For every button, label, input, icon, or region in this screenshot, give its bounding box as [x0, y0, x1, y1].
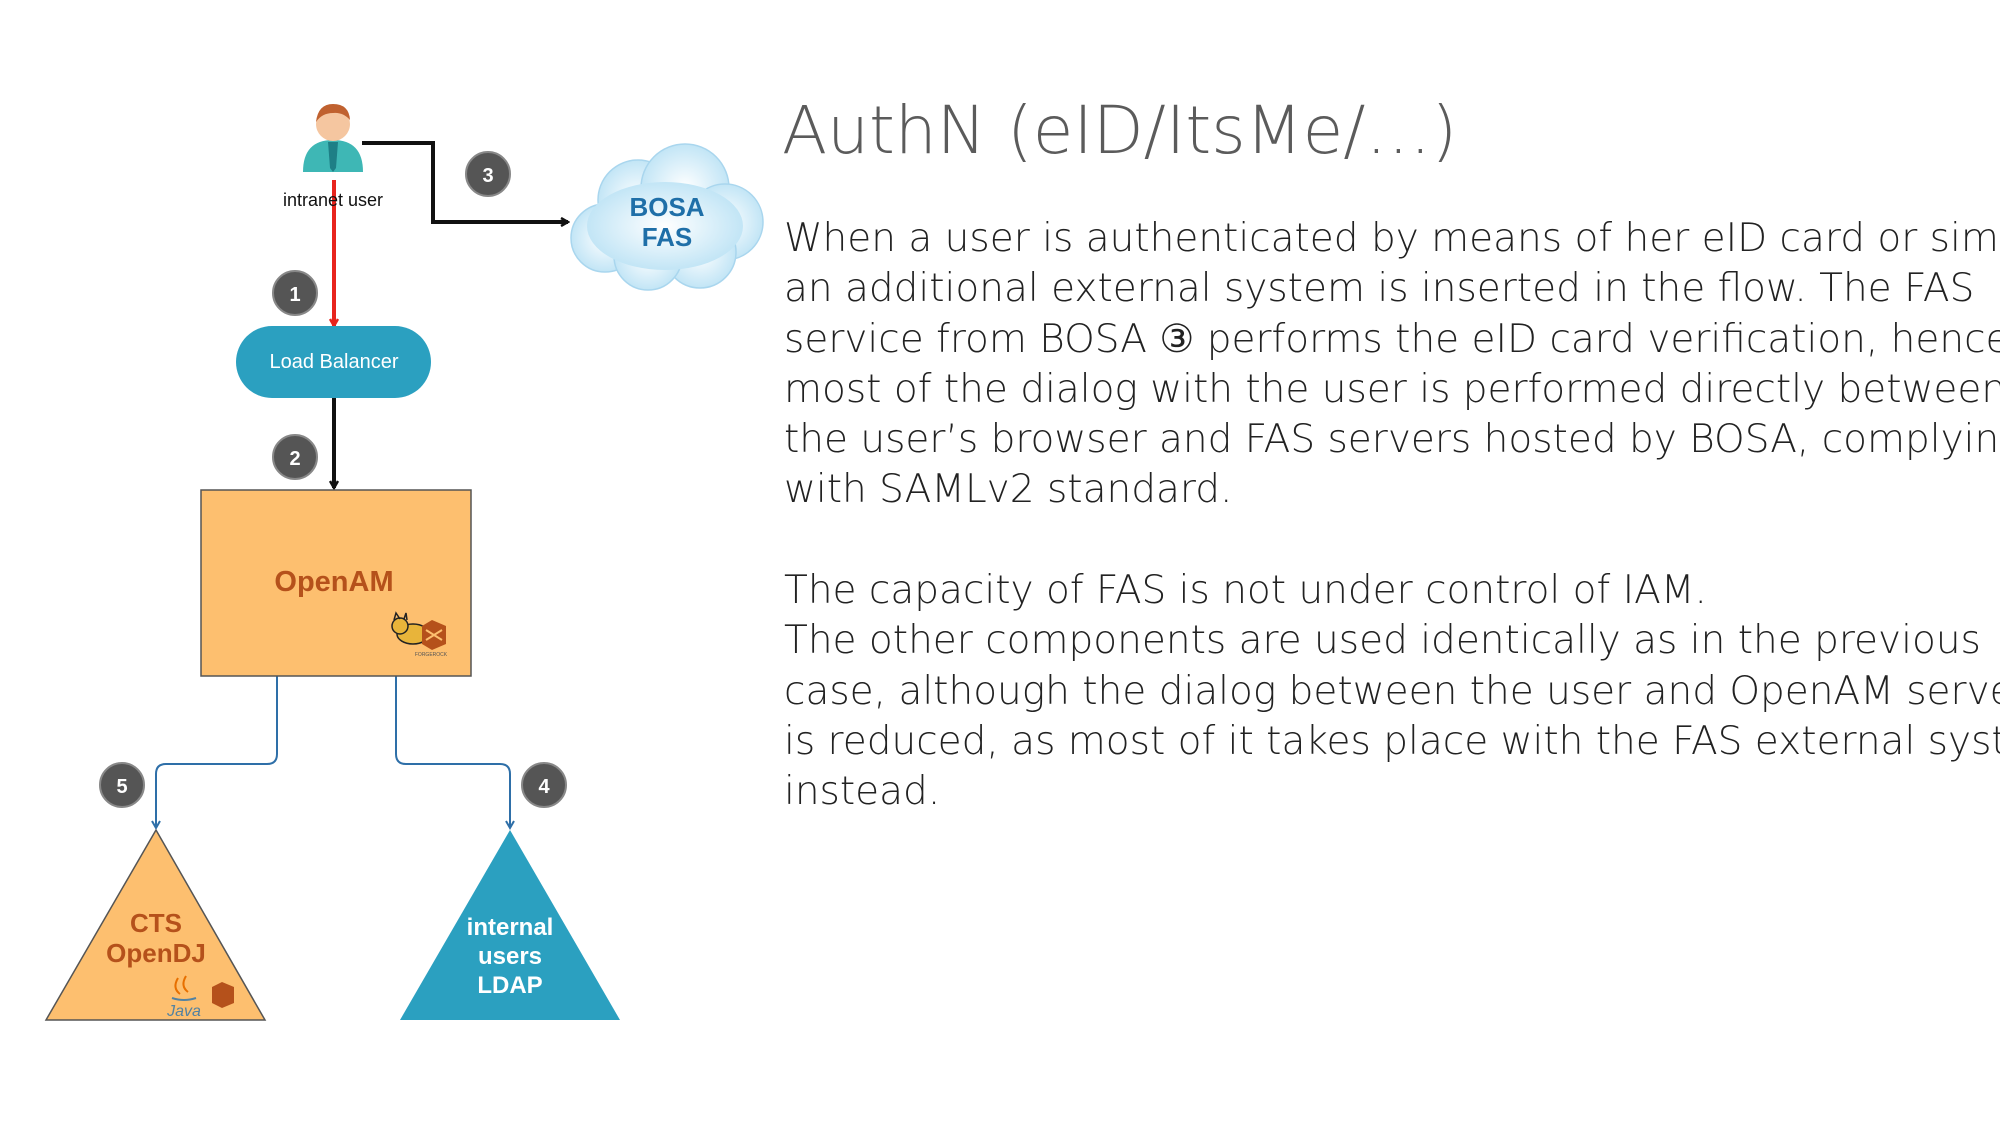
opendj-label: OpenDJ [106, 938, 206, 968]
step-badge-3: 3 [465, 151, 511, 197]
step-badge-2-label: 2 [289, 448, 300, 470]
paragraph1-line: service from BOSA ③ performs the eID car… [784, 316, 2000, 362]
paragraph2-line: is reduced, as most of it takes place wi… [784, 718, 2000, 764]
step-badge-5-label: 5 [116, 776, 127, 798]
cts-label: CTS [130, 908, 182, 938]
ldap-users-label: users [478, 943, 542, 970]
paragraph-gap [784, 516, 1984, 566]
ldap-internal-label: internal [467, 914, 554, 941]
slide-body: When a user is authenticated by means of… [784, 214, 2000, 818]
paragraph2-line: The other components are used identicall… [784, 618, 1981, 664]
bosa-fas-cloud [570, 143, 764, 291]
step-badge-4-label: 4 [538, 776, 550, 798]
step-badge-4: 4 [521, 762, 567, 808]
java-logo-text: Java [166, 1003, 201, 1020]
step-badge-1: 1 [272, 270, 318, 316]
architecture-diagram: intranet user BOSA FAS Load Balancer Ope… [44, 104, 764, 1021]
forgerock-logo-cts [212, 982, 234, 1008]
paragraph1-line: with SAMLv2 standard. [784, 467, 1233, 513]
tomcat-logo [391, 611, 430, 645]
ldap-ldap-label: LDAP [477, 972, 542, 999]
paragraph2-line: instead. [784, 769, 941, 815]
step-badge-3-label: 3 [482, 165, 493, 187]
step-badge-1-label: 1 [289, 284, 300, 306]
forgerock-logo-text: FORGEROCK [415, 652, 448, 658]
step-badge-5: 5 [99, 762, 145, 808]
user-icon [303, 104, 363, 172]
paragraph2-line: The capacity of FAS is not under control… [784, 568, 1707, 614]
openam-node [200, 489, 472, 677]
cts-opendj-node [44, 828, 267, 1021]
paragraph1-line: most of the dialog with the user is perf… [784, 366, 2000, 412]
line-openam-to-ldap [395, 676, 510, 828]
openam-label: OpenAM [274, 566, 393, 598]
paragraph1-line: When a user is authenticated by means of… [784, 216, 2000, 261]
paragraph1-line: the user’s browser and FAS servers hoste… [784, 417, 2000, 463]
load-balancer-node [236, 326, 431, 398]
ldap-node [400, 830, 620, 1020]
paragraph1-line: an additional external system is inserte… [784, 266, 1975, 312]
paragraph2-line: case, although the dialog between the us… [784, 668, 2000, 714]
load-balancer-label: Load Balancer [270, 351, 399, 373]
java-logo [171, 975, 197, 1001]
forgerock-logo [422, 620, 446, 650]
slide-title: AuthN (eID/ItsMe/…) [782, 92, 1458, 169]
intranet-user-label: intranet user [283, 190, 383, 210]
step-badge-2: 2 [272, 434, 318, 480]
line-openam-to-cts [156, 676, 278, 828]
arrow-user-to-bosa [362, 141, 568, 222]
fas-label: FAS [642, 222, 693, 252]
bosa-label: BOSA [629, 192, 704, 222]
